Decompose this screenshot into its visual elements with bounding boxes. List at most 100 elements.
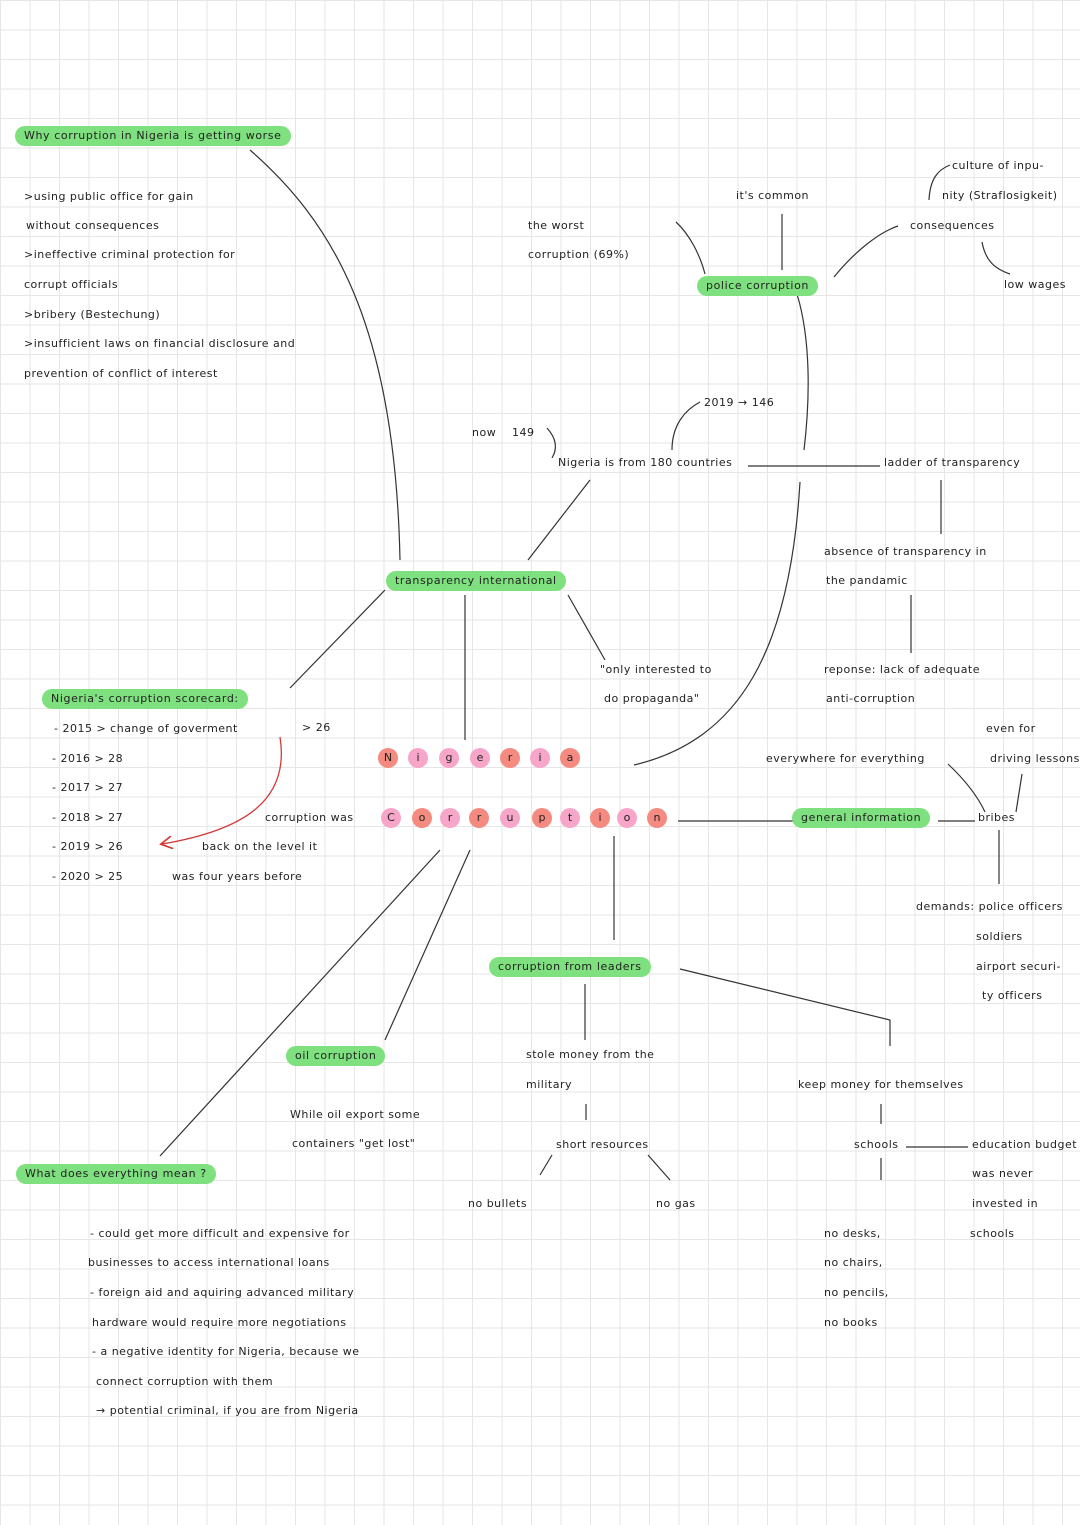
cause-line-5: >bribery (Bestechung)	[24, 308, 161, 321]
absence-line-1: absence of transparency in	[824, 545, 987, 558]
ladder-text: ladder of transparency	[884, 456, 1021, 469]
meaning-line-1: - could get more difficult and expensive…	[90, 1227, 350, 1240]
corruption-letter-3: r	[440, 808, 460, 828]
stole-line-1: stole money from the	[526, 1048, 655, 1061]
oil-line-2: containers "get lost"	[292, 1137, 416, 1150]
quote-line-1: "only interested to	[600, 663, 712, 676]
meaning-highlight: What does everything mean ?	[16, 1164, 216, 1184]
meaning-line-4: hardware would require more negotiations	[92, 1316, 347, 1329]
demands-line-4: ty officers	[982, 989, 1043, 1002]
corruption-letter-8: i	[590, 808, 610, 828]
meaning-line-2: businesses to access international loans	[88, 1256, 330, 1269]
even-line-1: even for	[986, 722, 1036, 735]
cause-line-6: >insufficient laws on financial disclosu…	[24, 337, 296, 350]
corruption-letter-9: o	[617, 808, 637, 828]
culture-line-1: culture of inpu-	[952, 159, 1044, 172]
bullets-text: no bullets	[468, 1197, 528, 1210]
scorecard-highlight: Nigeria's corruption scorecard:	[42, 689, 248, 709]
line-everywhere-bribes	[947, 763, 986, 813]
stole-line-2: military	[526, 1078, 572, 1091]
reponse-line-1: reponse: lack of adequate	[824, 663, 981, 676]
consequences-text: consequences	[910, 219, 995, 232]
everywhere-text: everywhere for everything	[766, 752, 925, 765]
oil-highlight: oil corruption	[286, 1046, 386, 1066]
meaning-line-6: connect corruption with them	[96, 1375, 274, 1388]
education-line-4: schools	[970, 1227, 1015, 1240]
items-line-1: no desks,	[824, 1227, 881, 1240]
nigeria-letter-2: i	[408, 748, 428, 768]
now-value: 149	[512, 426, 535, 439]
line-low-wages	[981, 241, 1011, 275]
line-police-down	[796, 293, 809, 451]
nigeria-letter-4: e	[470, 748, 490, 768]
bribes-text: bribes	[978, 811, 1016, 824]
meaning-line-3: - foreign aid and aquiring advanced mili…	[90, 1286, 355, 1299]
scorecard-row-2018: - 2018 > 27	[52, 811, 124, 824]
nigeria-letter-5: r	[500, 748, 520, 768]
corruption-letter-4: r	[469, 808, 489, 828]
title-highlight: Why corruption in Nigeria is getting wor…	[15, 126, 291, 146]
keep-text: keep money for themselves	[798, 1078, 964, 1091]
cause-line-1: >using public office for gain	[24, 190, 194, 203]
education-line-1: education budget	[972, 1138, 1078, 1151]
demands-line-3: airport securi-	[976, 960, 1061, 973]
line-short-gas	[647, 1154, 671, 1181]
meaning-line-5: - a negative identity for Nigeria, becau…	[92, 1345, 360, 1358]
nigeria-letter-6: i	[530, 748, 550, 768]
nigeria-letter-3: g	[439, 748, 459, 768]
items-line-4: no books	[824, 1316, 878, 1329]
quote-line-2: do propaganda"	[604, 692, 700, 705]
scorecard-note-3: was four years before	[172, 870, 303, 883]
low-wages-text: low wages	[1004, 278, 1066, 291]
corruption-letter-5: u	[500, 808, 520, 828]
education-line-3: invested in	[972, 1197, 1039, 1210]
scorecard-note-2: back on the level it	[202, 840, 318, 853]
police-highlight: police corruption	[697, 276, 818, 296]
line-police-consequences	[833, 225, 899, 278]
schools-text: schools	[854, 1138, 899, 1151]
cause-line-3: >ineffective criminal protection for	[24, 248, 236, 261]
line-transparency-quote	[567, 594, 606, 661]
general-highlight: general information	[792, 808, 931, 828]
line-center-police	[633, 481, 801, 766]
scorecard-row-2017: - 2017 > 27	[52, 781, 124, 794]
oil-line-1: While oil export some	[290, 1108, 421, 1121]
worst-line-1: the worst	[528, 219, 585, 232]
corruption-letter-1: C	[381, 808, 401, 828]
nigeria-letter-1: N	[378, 748, 398, 768]
scorecard-row-2015: - 2015 > change of goverment	[54, 722, 238, 735]
absence-line-2: the pandamic	[826, 574, 908, 587]
corruption-letter-7: t	[560, 808, 580, 828]
scorecard-arrow	[162, 736, 282, 844]
items-line-2: no chairs,	[824, 1256, 883, 1269]
line-title-transparency	[249, 149, 401, 561]
line-driving-bribes	[1015, 773, 1023, 813]
scorecard-note-1: corruption was	[265, 811, 354, 824]
corruption-letter-6: p	[532, 808, 552, 828]
education-line-2: was never	[972, 1167, 1034, 1180]
worst-line-2: corruption (69%)	[528, 248, 630, 261]
line-worst-police	[675, 221, 706, 275]
line-transparency-scorecard	[289, 589, 386, 689]
line-transparency-nigeria	[527, 479, 591, 561]
items-line-3: no pencils,	[824, 1286, 889, 1299]
scorecard-row-2016: - 2016 > 28	[52, 752, 124, 765]
rank-note: 2019 → 146	[704, 396, 775, 409]
nigeria-letter-7: a	[560, 748, 580, 768]
scorecard-change-value: > 26	[302, 721, 331, 734]
leaders-highlight: corruption from leaders	[489, 957, 651, 977]
corruption-letter-10: n	[647, 808, 667, 828]
reponse-line-2: anti-corruption	[826, 692, 916, 705]
rank-line: Nigeria is from 180 countries	[558, 456, 733, 469]
line-leaders-keep	[679, 968, 891, 1021]
common-text: it's common	[736, 189, 810, 202]
now-label: now	[472, 426, 497, 439]
scorecard-row-2019: - 2019 > 26	[52, 840, 124, 853]
cause-line-4: corrupt officials	[24, 278, 119, 291]
transparency-highlight: transparency international	[386, 571, 566, 591]
line-center-oil	[384, 849, 471, 1041]
culture-line-2: nity (Straflosigkeit)	[942, 189, 1058, 202]
line-now	[546, 427, 557, 459]
line-2019	[671, 401, 701, 451]
